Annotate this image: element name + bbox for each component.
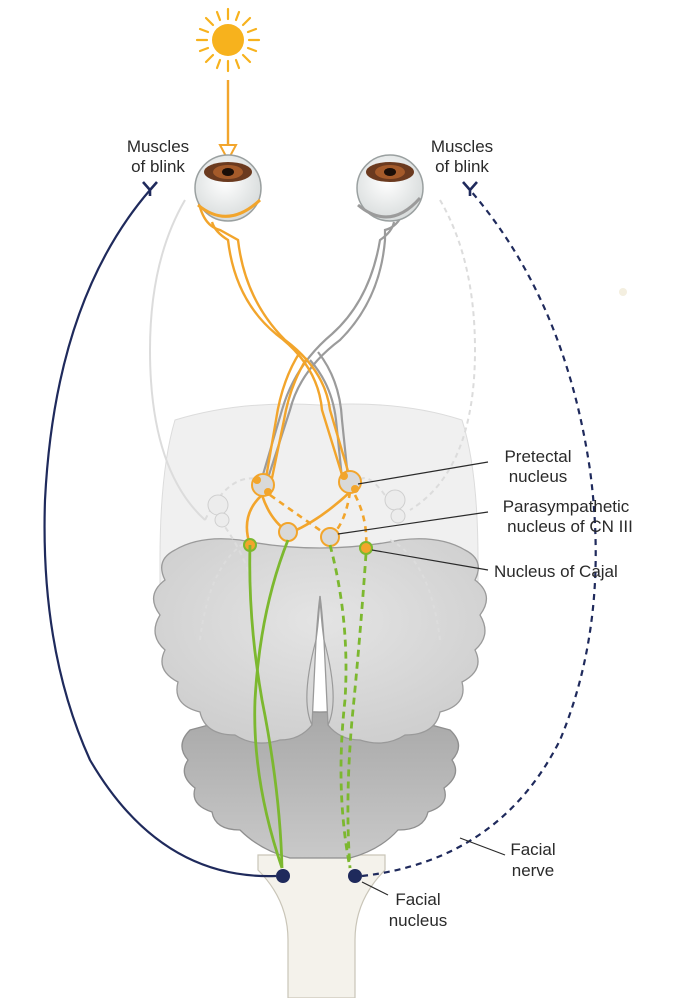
label-parasympathetic-2: nucleus of CN III <box>507 517 633 536</box>
paper-speck <box>619 288 627 296</box>
label-muscles-left: Muscles <box>127 137 189 156</box>
label-pretectal-2: nucleus <box>509 467 568 486</box>
label-blink-right: of blink <box>435 157 489 176</box>
facial-nerve-left <box>43 189 277 878</box>
muscle-terminal-left <box>142 181 158 196</box>
label-parasympathetic-1: Parasympathetic <box>503 497 630 516</box>
pretectal-nucleus-right <box>338 470 362 494</box>
brainstem <box>257 854 386 998</box>
label-cajal: Nucleus of Cajal <box>494 562 618 581</box>
label-pretectal-1: Pretectal <box>504 447 571 466</box>
light-ray-arrowhead <box>218 144 238 163</box>
label-muscles-right: Muscles <box>431 137 493 156</box>
muscle-terminal-right <box>462 181 478 196</box>
left-eye-icon <box>194 154 262 222</box>
brain-hemispheres <box>153 538 487 744</box>
faint-pathways <box>148 199 477 641</box>
nucleus-of-cajal-right <box>359 541 373 555</box>
right-eye-icon <box>356 154 424 222</box>
label-blink-left: of blink <box>131 157 185 176</box>
label-facial-nucleus-1: Facial <box>395 890 440 909</box>
parasympathetic-nucleus-right <box>320 527 340 547</box>
pretectal-nucleus-left <box>251 473 275 497</box>
label-facial-nerve-1: Facial <box>510 840 555 859</box>
left-optic-pathway <box>195 189 352 479</box>
hemisphere-fissure <box>306 595 334 726</box>
parasympathetic-nucleus-left <box>278 522 298 542</box>
label-facial-nerve-2: nerve <box>512 861 555 880</box>
faint-nuclei <box>207 489 406 528</box>
leader-lines <box>337 461 506 896</box>
facial-nucleus-left <box>276 869 290 883</box>
green-descending-pathways <box>248 539 368 869</box>
sun-icon <box>195 7 261 73</box>
facial-nucleus-right <box>348 869 362 883</box>
label-facial-nucleus-2: nucleus <box>389 911 448 930</box>
